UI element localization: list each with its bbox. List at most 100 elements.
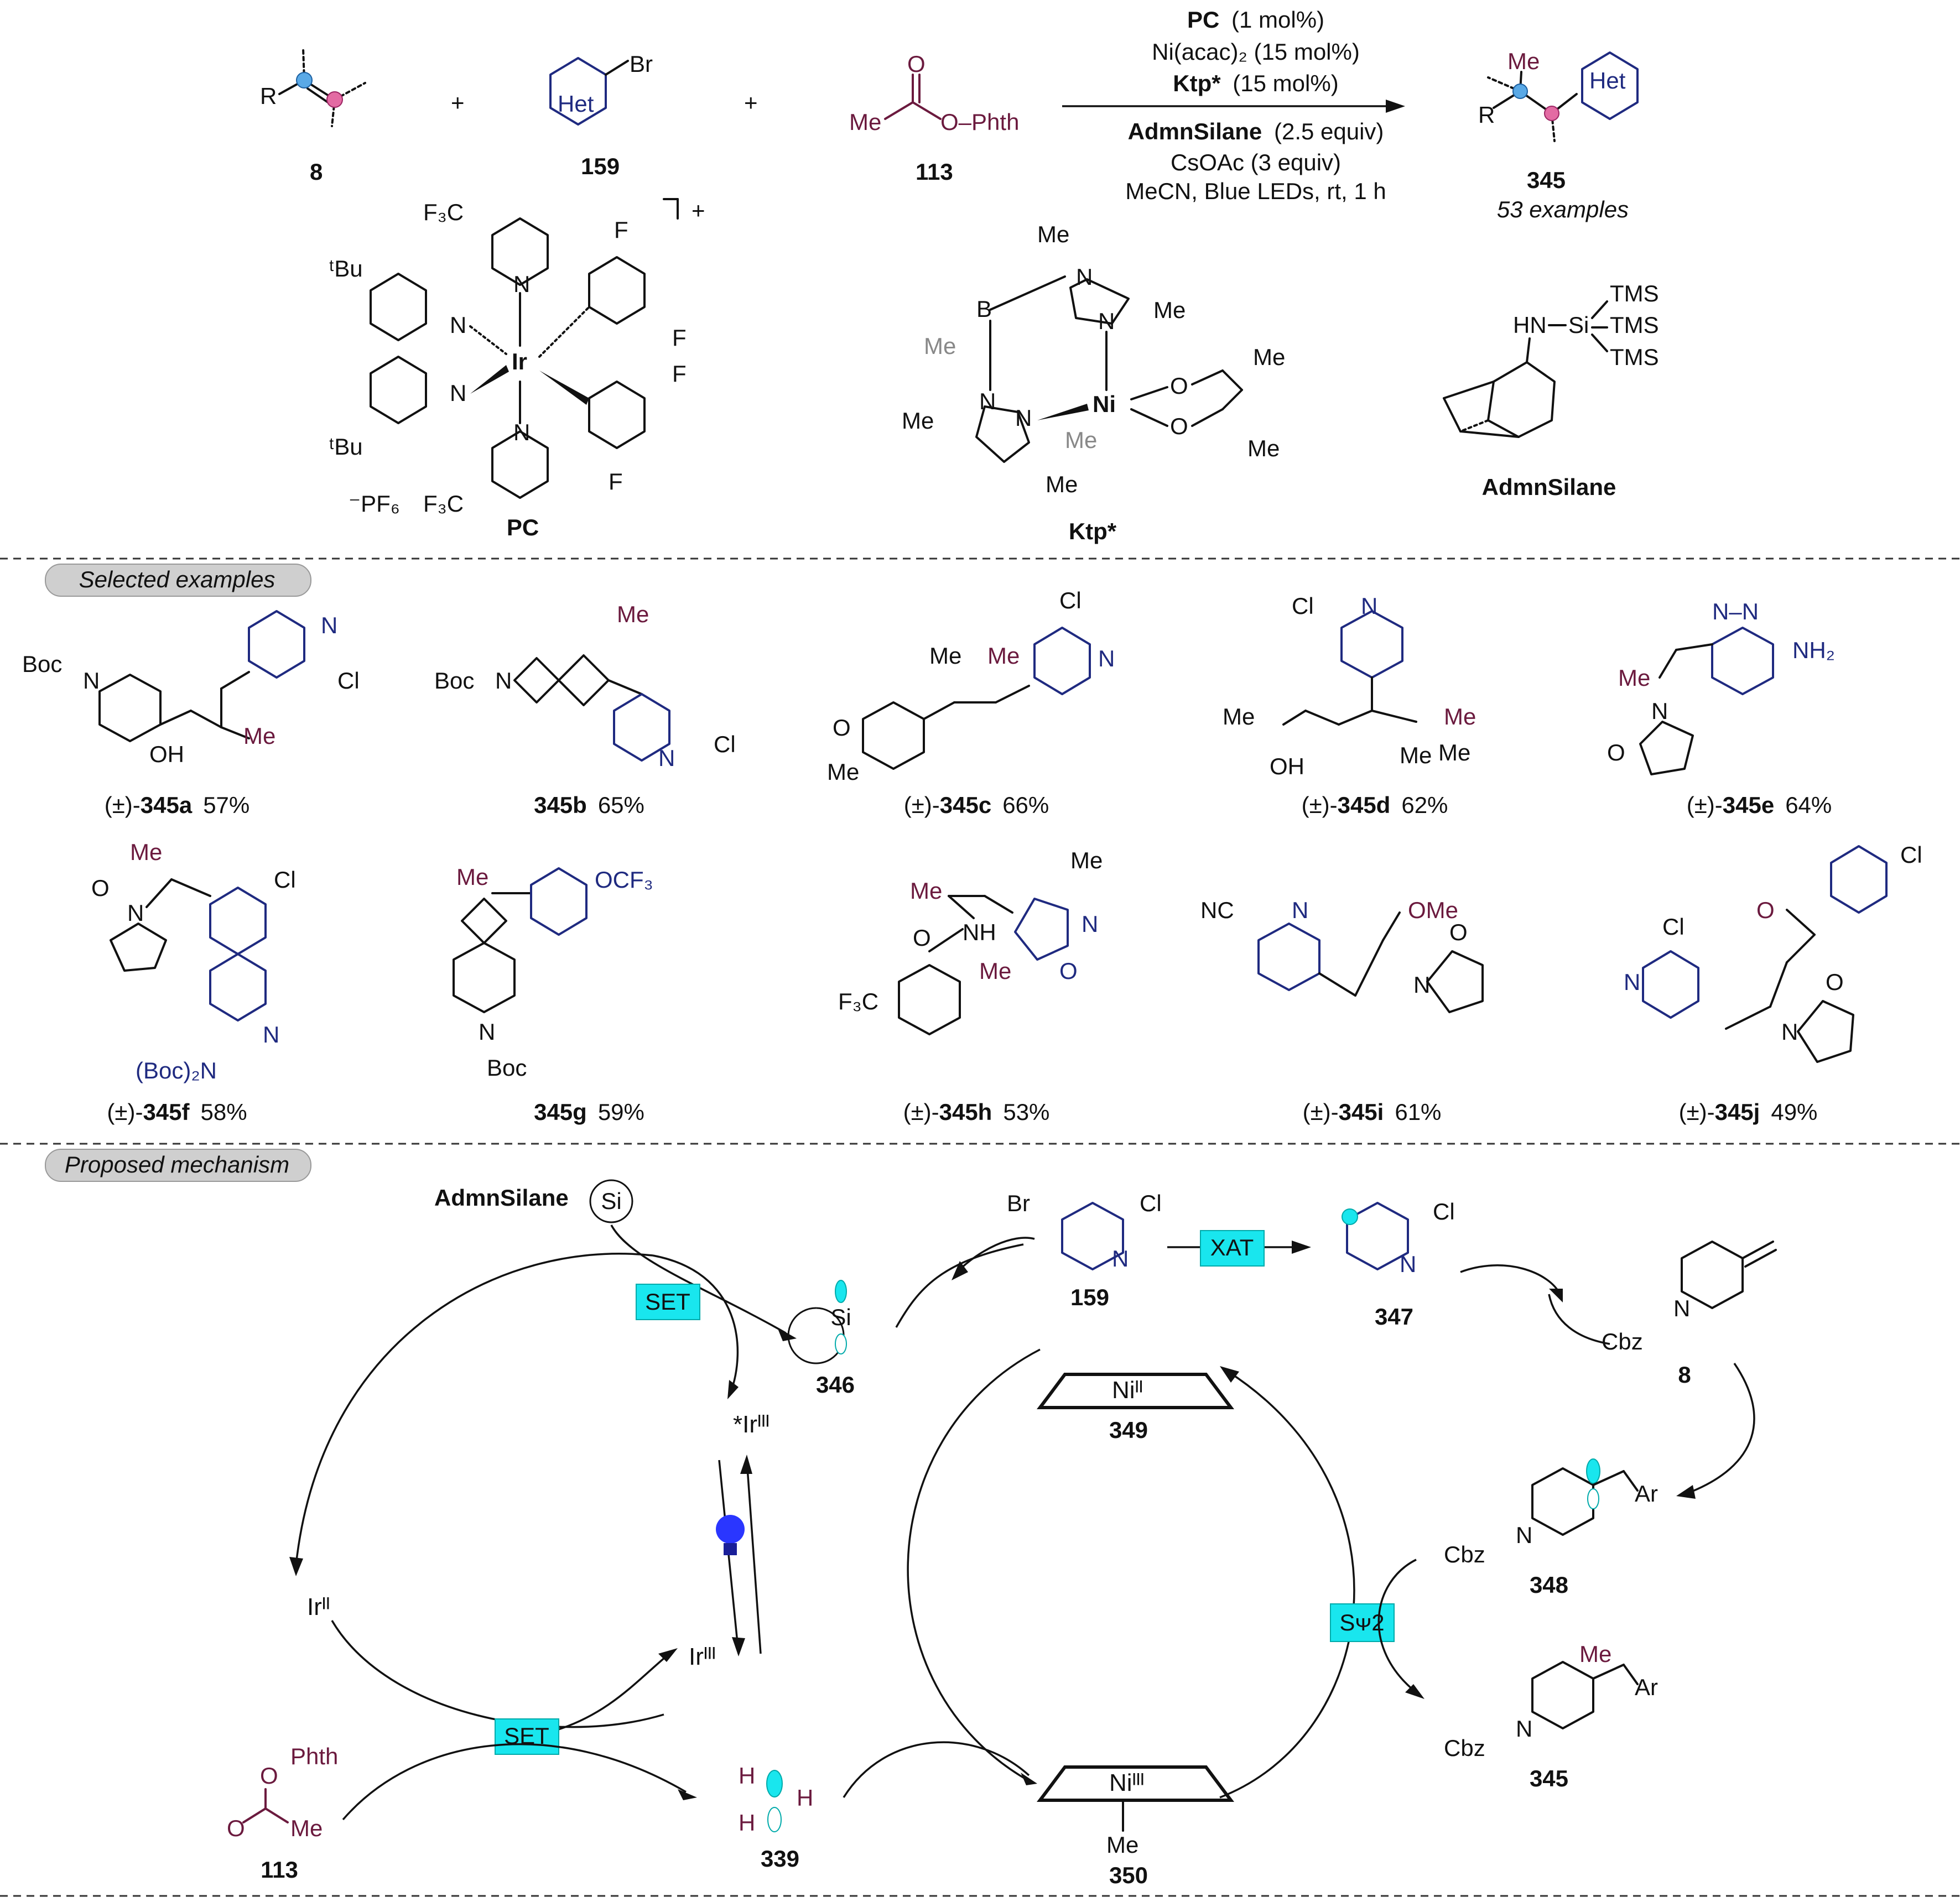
cl-label: Cl: [1292, 593, 1314, 619]
ktp-name: Ktp*: [1173, 70, 1221, 96]
h-label-1: H: [739, 1763, 755, 1789]
compound-label-113: 113: [916, 159, 953, 185]
h-label-2: H: [797, 1785, 813, 1811]
alkene-8: R 8: [260, 48, 366, 185]
compound-id: 345a: [141, 792, 193, 818]
me-label: Me: [1618, 665, 1650, 691]
mech-o-label-1: O: [260, 1763, 278, 1789]
compound-label-159: 159: [581, 153, 620, 179]
cl-label: Cl: [714, 731, 736, 757]
pc-charge: +: [692, 197, 705, 223]
oh-label: OH: [1270, 753, 1304, 779]
ketone-o: O: [1756, 897, 1775, 923]
example-345b-caption: 345b 65%: [534, 792, 644, 818]
hn-label: HN: [1513, 312, 1547, 338]
me-label-2: Me: [929, 643, 961, 669]
radical-ar-label: Ar: [1635, 1481, 1658, 1507]
compound-id: 345h: [939, 1099, 992, 1125]
compound-id: 345f: [143, 1099, 190, 1125]
cycle-arc-left: [295, 1253, 653, 1566]
me-label: Me: [130, 839, 162, 865]
phth-label: O–Phth: [940, 109, 1019, 135]
ktp-me-grey-1: Me: [924, 333, 956, 359]
mechanism-title: Proposed mechanism: [65, 1151, 289, 1177]
o-label: O: [91, 875, 110, 901]
yield: 65%: [598, 792, 644, 818]
alkene-cbz-label: Cbz: [1602, 1328, 1643, 1354]
yield: 57%: [203, 792, 249, 818]
me-label-1: Me: [1223, 704, 1255, 729]
prefix: (±)-: [904, 792, 940, 818]
mech-compound-8: 8: [1678, 1362, 1691, 1388]
ktp-me-1: Me: [1037, 221, 1069, 247]
mech-compound-345: 345: [1530, 1765, 1568, 1791]
cl-label-1: Cl: [1900, 842, 1922, 868]
cl-label: Cl: [337, 668, 360, 694]
ni3-label: Niᴵᴵᴵ: [1109, 1769, 1145, 1796]
me-label-3: Me: [987, 643, 1020, 669]
nickel-label: Ni: [1093, 391, 1116, 417]
ktp-me-grey-2: Me: [1065, 427, 1097, 453]
example-345i-structure: NC N OMe N O: [1200, 897, 1484, 1013]
example-345j-structure: Cl O Cl N N O: [1624, 842, 1922, 1063]
mech-compound-113: 113: [261, 1857, 298, 1883]
base-loading: CsOAc (3 equiv): [1171, 149, 1341, 175]
n-label: N: [479, 1019, 495, 1045]
sh2-label: Sᴪ2: [1339, 1609, 1384, 1635]
mech-product-n: N: [1516, 1716, 1532, 1742]
cf3-label-top: F₃C: [423, 199, 464, 225]
set-box-bottom: SET: [495, 1718, 559, 1755]
mech-product-ar: Ar: [1635, 1674, 1658, 1700]
compound-id: 345j: [1715, 1099, 1760, 1125]
pc-caption: PC: [507, 514, 539, 540]
f3c-label: F₃C: [838, 988, 878, 1014]
compound-label-346: 346: [816, 1372, 855, 1398]
svg-text:AdmnSilane (2.5 equiv): AdmnSilane (2.5 equiv): [1128, 118, 1384, 144]
ir2-label: Irᴵᴵ: [307, 1593, 330, 1620]
ktp-n-3: N: [979, 388, 996, 414]
ktp-me-5: Me: [1253, 344, 1285, 370]
o-label: O: [1449, 919, 1468, 945]
h-label-3: H: [739, 1810, 755, 1836]
ni2-label: Niᴵᴵ: [1112, 1377, 1143, 1404]
radical-cl-label: Cl: [1433, 1198, 1455, 1224]
example-345a-structure: Boc N OH Me N Cl: [22, 610, 360, 767]
example-345d-structure: Cl N Me OH Me Me Me: [1223, 593, 1476, 779]
tms-label-2: TMS: [1610, 312, 1659, 338]
iridium-species: *Irᴵᴵᴵ Irᴵᴵ Irᴵᴵᴵ: [307, 1411, 770, 1670]
photocatalyst-pc: ᵗBu ᵗBu N N Ir N N F₃C F₃C F F F F + ⁻PF…: [329, 197, 705, 540]
oh-label: OH: [149, 741, 184, 767]
tbu-label-bottom: ᵗBu: [329, 434, 363, 460]
mech-n-159: N: [1112, 1246, 1129, 1272]
compound-label-348: 348: [1530, 1572, 1568, 1598]
silane-name: AdmnSilane: [1128, 118, 1262, 144]
me-label-4: Me: [1438, 739, 1470, 765]
cl-label: Cl: [1059, 587, 1082, 613]
tms-label-3: TMS: [1610, 344, 1659, 370]
selected-examples-title: Selected examples: [79, 566, 275, 592]
n-pyridine: N: [1098, 645, 1115, 671]
silane-caption: AdmnSilane: [1482, 474, 1616, 500]
silyl-radical-346: Si 346: [787, 1280, 855, 1398]
ni-loading: Ni(acac)₂ (15 mol%): [1152, 39, 1360, 65]
example-345g-structure: Me OCF₃ N Boc: [453, 864, 653, 1081]
prefix: (±)-: [1303, 1099, 1339, 1125]
prefix: (±)-: [1679, 1099, 1715, 1125]
compound-label-349: 349: [1109, 1417, 1148, 1443]
ktp-o-2: O: [1170, 413, 1188, 439]
compound-label-345: 345: [1527, 167, 1566, 193]
compound-id: 345b: [534, 792, 587, 818]
boc-label: Boc: [22, 651, 62, 677]
example-345f-structure: Me O N Cl N (Boc)₂N: [91, 839, 296, 1083]
br-label: Br: [630, 51, 653, 77]
sh2-box: Sᴪ2: [1330, 1603, 1395, 1642]
pyridyl-radical-347: Cl N 347: [1342, 1198, 1610, 1345]
set-box-top: SET: [636, 1284, 700, 1320]
